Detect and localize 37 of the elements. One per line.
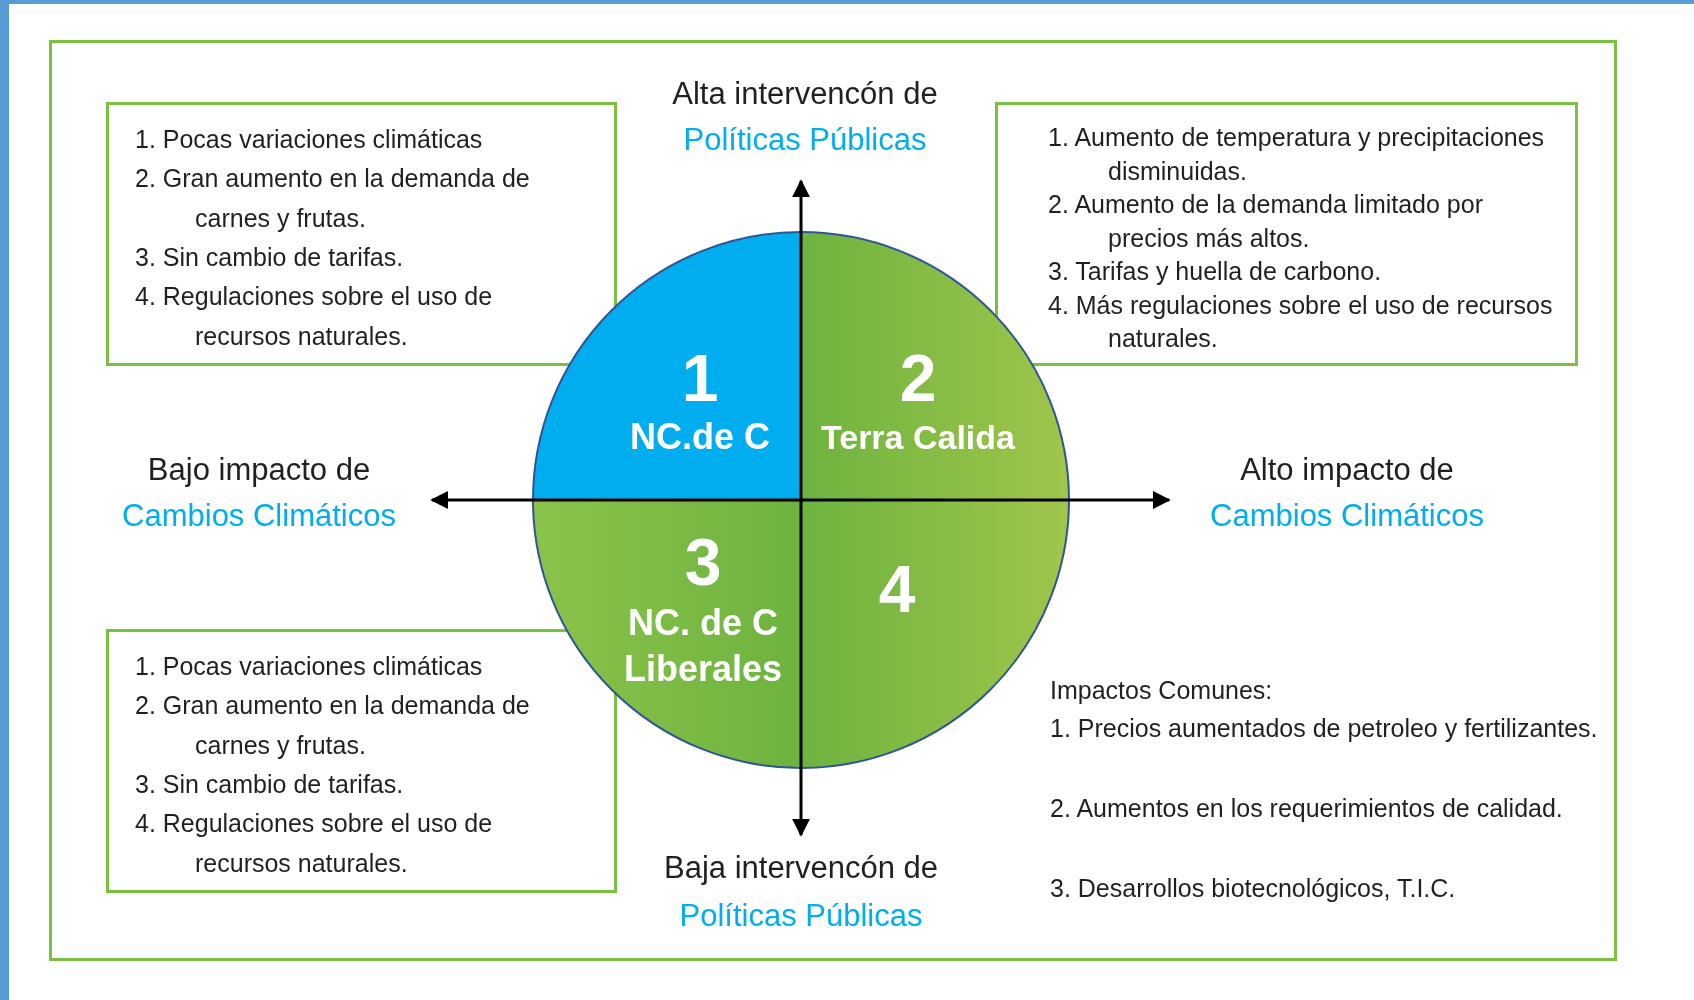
quadrant-number: 3 bbox=[684, 524, 722, 600]
list-item: 1. Pocas variaciones climáticas bbox=[135, 124, 484, 155]
axis-label: Cambios Climáticos bbox=[1210, 498, 1484, 534]
quadrant bbox=[533, 232, 801, 500]
text-box bbox=[106, 629, 617, 893]
list-item: 3. Sin cambio de tarifas. bbox=[135, 242, 405, 273]
quadrant-number: 2 bbox=[899, 340, 937, 416]
list-item: 3. Tarifas y huella de carbono. bbox=[1048, 256, 1383, 287]
list-item: 3. Sin cambio de tarifas. bbox=[135, 769, 405, 800]
list-item: 2. Gran aumento en la demanda de carnes y frutas. bbox=[135, 690, 531, 761]
list-heading: Impactos Comunes: bbox=[1050, 675, 1274, 706]
axis-label: Políticas Públicas bbox=[679, 898, 923, 934]
text-box bbox=[995, 102, 1578, 366]
quadrant-title: Terra Calida bbox=[820, 417, 1016, 458]
quadrant bbox=[533, 500, 801, 768]
list-item: 4. Más regulaciones sobre el uso de recursos naturales. bbox=[1048, 289, 1554, 354]
list-item: 4. Regulaciones sobre el uso de recursos naturales. bbox=[135, 281, 494, 352]
axis-label: Cambios Climáticos bbox=[122, 498, 396, 534]
list-item: 3. Desarrollos biotecnológicos, T.I.C. bbox=[1050, 873, 1457, 904]
list-item: 4. Regulaciones sobre el uso de recursos naturales. bbox=[135, 808, 494, 879]
text-box bbox=[106, 102, 617, 366]
axis-label: Alto impacto de bbox=[1240, 452, 1454, 488]
axis-label: Políticas Públicas bbox=[683, 122, 927, 158]
quadrant-number: 1 bbox=[681, 340, 719, 416]
quadrant-title: NC. de C Liberales bbox=[622, 601, 784, 691]
list-item: 1. Precios aumentados de petroleo y fertilizantes. bbox=[1050, 713, 1599, 744]
axis-label: Bajo impacto de bbox=[147, 452, 371, 488]
quadrant bbox=[801, 232, 1069, 500]
list-item: 2. Aumento de la demanda limitado por precios más altos. bbox=[1048, 189, 1484, 254]
list-item: 1. Aumento de temperatura y precipitaciones disminuidas. bbox=[1048, 122, 1546, 187]
list-item: 1. Pocas variaciones climáticas bbox=[135, 651, 484, 682]
list-item: 2. Gran aumento en la demanda de carnes y frutas. bbox=[135, 163, 531, 234]
axis-label: Alta intervencón de bbox=[672, 76, 938, 112]
quadrant-title: NC.de C bbox=[629, 415, 771, 459]
quadrant-number: 4 bbox=[878, 551, 916, 627]
list-item: 2. Aumentos en los requerimientos de calidad. bbox=[1050, 793, 1564, 824]
axis-label: Baja intervencón de bbox=[664, 850, 938, 886]
